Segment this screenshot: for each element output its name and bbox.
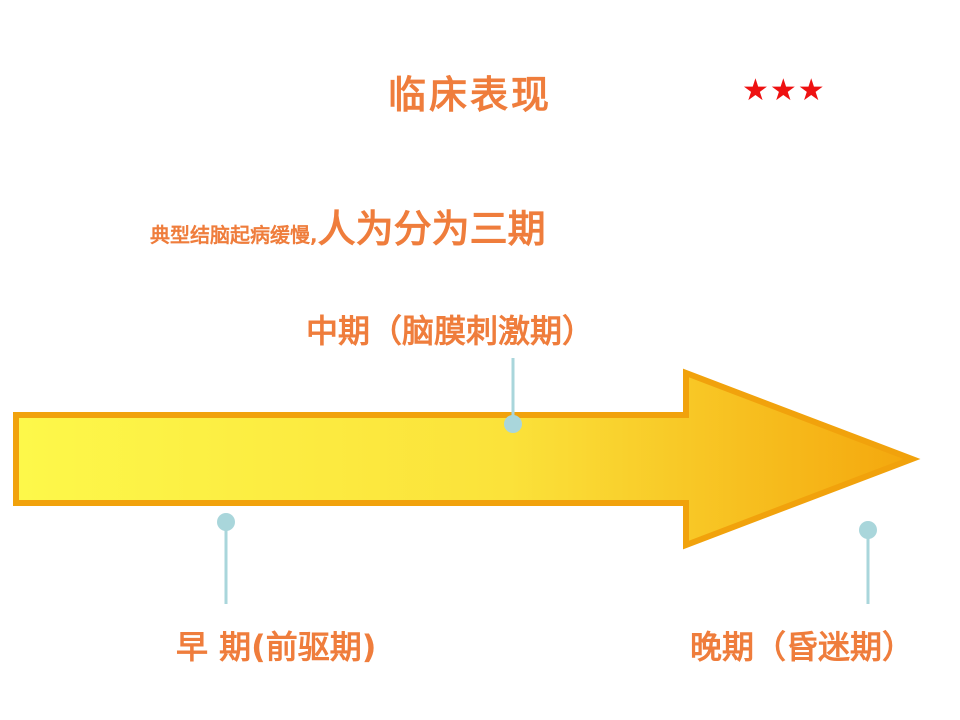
slide-title: 临床表现	[388, 72, 553, 117]
subtitle-prefix: 典型结脑起病缓慢,	[150, 223, 318, 247]
subtitle: 典型结脑起病缓慢,人为分为三期	[150, 198, 546, 253]
stage-label-late: 晚期（昏迷期）	[690, 628, 915, 666]
subtitle-emphasis: 人为分为三期	[317, 207, 546, 251]
connector-dot-early	[217, 513, 235, 531]
stage-label-middle: 中期（脑膜刺激期）	[306, 312, 595, 350]
importance-stars: ★★★	[742, 73, 826, 108]
stage-label-early: 早 期(前驱期)	[176, 628, 377, 666]
connector-dot-middle	[504, 415, 522, 433]
timeline-arrow	[13, 368, 921, 550]
connector-dot-late	[859, 521, 877, 539]
